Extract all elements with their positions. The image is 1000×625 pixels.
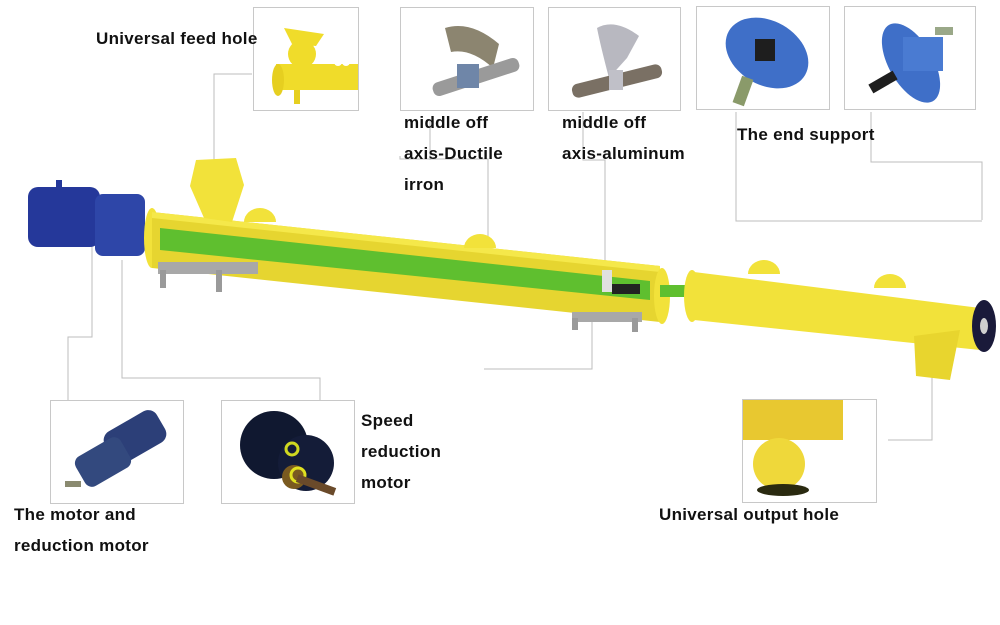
label-speed-reduction-motor: Speed reduction motor [361,405,441,498]
label-line: axis-Ductile [404,144,504,163]
speed-reducer-icon [240,411,337,496]
label-line: The motor and [14,505,136,524]
end-support-housing-icon [868,23,953,103]
label-middle-off-axis-ductile-iron: middle off axis-Ductile irron [404,107,503,200]
label-line: irron [404,175,445,194]
conveyor-tube-section-2 [684,260,996,380]
thumbnail-end-support-2 [844,6,976,110]
label-line: axis-aluminum [562,144,685,163]
feed-hole-icon [272,28,358,104]
connecting-shaft [660,285,690,297]
label-line: motor [361,473,411,492]
output-hole-icon [743,400,843,496]
label-line: middle off [562,113,647,132]
thumbnail-output-hole [742,399,877,503]
label-end-support: The end support [737,125,875,144]
ductile-bearing-icon [432,26,520,97]
drive-motor [28,180,160,268]
label-middle-off-axis-aluminum: middle off axis-aluminum [562,107,685,169]
aluminum-bearing-icon [571,24,663,98]
connector-lines [67,73,983,441]
thumbnail-ductile-iron-bearing [400,7,534,111]
label-line: Speed [361,411,414,430]
thumbnail-feed-hole [253,7,359,111]
thumbnail-speed-reduction [221,400,355,504]
thumbnail-end-support-1 [696,6,830,110]
conveyor-tube-section-1 [152,158,670,332]
end-support-disc-icon [725,17,809,107]
label-line: middle off [404,113,489,132]
label-line: reduction [361,442,442,461]
geared-motor-icon [65,410,167,487]
label-motor-and-reduction-motor: The motor and reduction motor [14,499,149,561]
label-universal-output-hole: Universal output hole [659,505,840,524]
thumbnail-aluminum-bearing [548,7,681,111]
thumbnail-motor-reduction [50,400,184,504]
label-universal-feed-hole: Universal feed hole [96,29,258,48]
label-line: reduction motor [14,536,149,555]
